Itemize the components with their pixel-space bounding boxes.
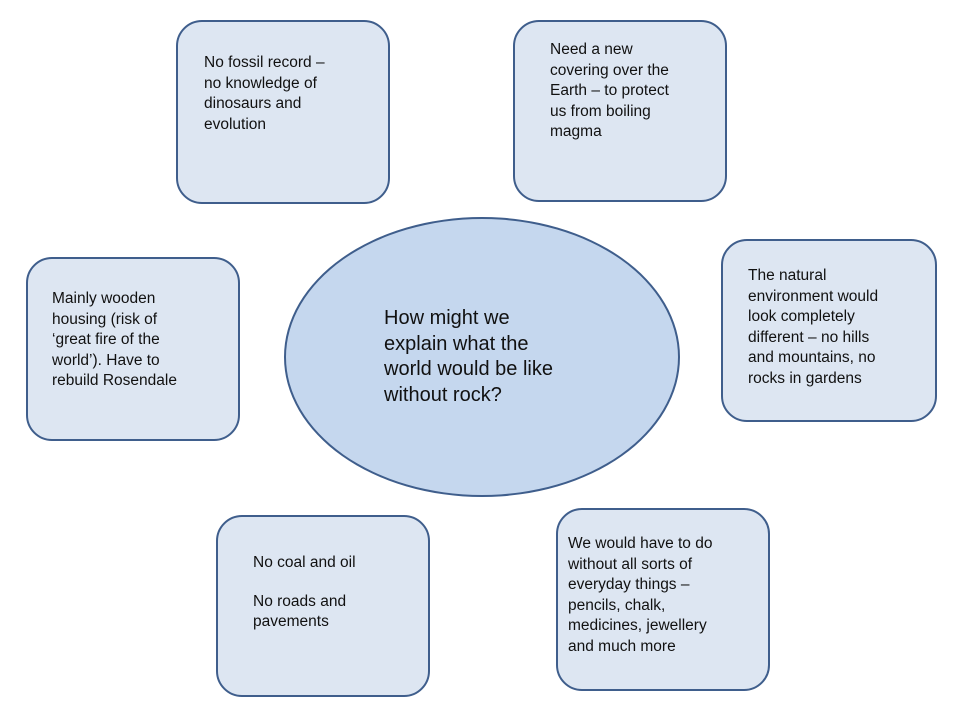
idea-text-natural-environment: The natural environment would look compl… bbox=[748, 267, 879, 387]
idea-box-coal-and-roads: No coal and oil No roads and pavements bbox=[216, 515, 430, 697]
idea-box-everyday-things: We would have to do without all sorts of… bbox=[556, 508, 770, 691]
central-question-text: How might we explain what the world woul… bbox=[384, 307, 553, 406]
idea-box-fossil-record: No fossil record – no knowledge of dinos… bbox=[176, 20, 390, 204]
idea-text-roads-pavements: No roads and pavements bbox=[253, 592, 347, 631]
idea-text-wooden-housing: Mainly wooden housing (risk of ‘great fi… bbox=[52, 290, 177, 389]
idea-text-earth-covering: Need a new covering over the Earth – to … bbox=[550, 41, 669, 140]
central-question-ellipse bbox=[284, 217, 680, 497]
idea-box-natural-environment: The natural environment would look compl… bbox=[721, 239, 937, 422]
idea-text-coal-oil: No coal and oil bbox=[253, 554, 356, 571]
idea-box-wooden-housing: Mainly wooden housing (risk of ‘great fi… bbox=[26, 257, 240, 441]
idea-text-fossil-record: No fossil record – no knowledge of dinos… bbox=[204, 54, 325, 133]
idea-box-earth-covering: Need a new covering over the Earth – to … bbox=[513, 20, 727, 202]
idea-text-everyday-things: We would have to do without all sorts of… bbox=[568, 535, 713, 655]
